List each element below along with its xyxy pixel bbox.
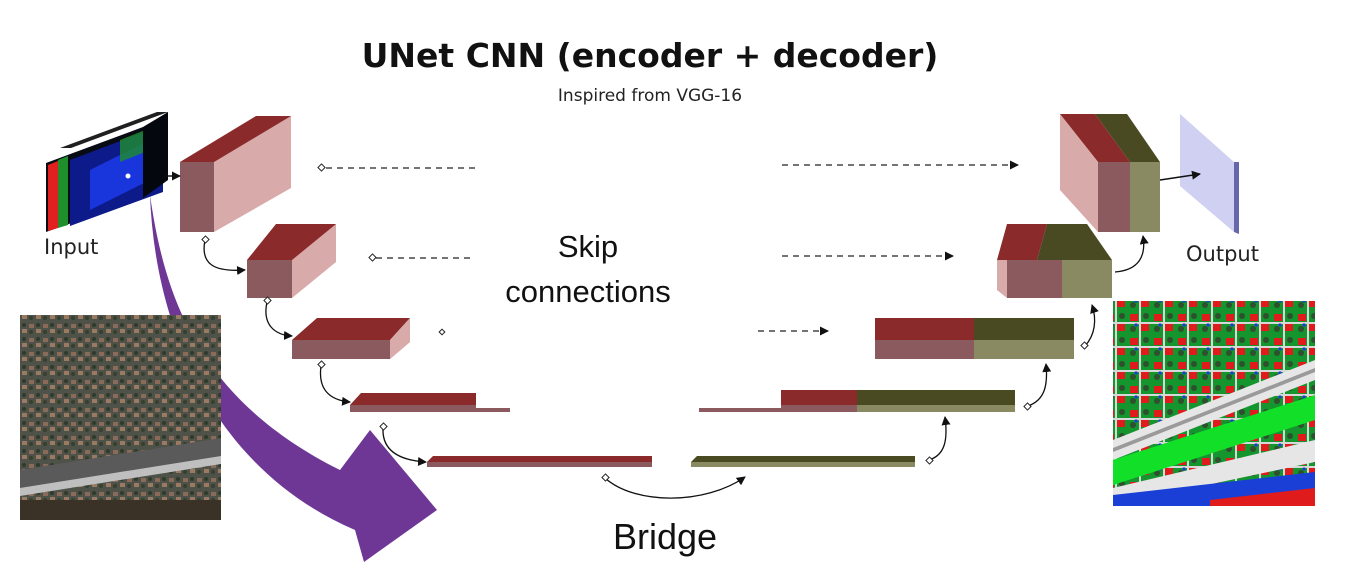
decoder-block-2 (997, 224, 1112, 298)
skip-connections-label: Skip connections (470, 224, 706, 314)
encoder-block-1 (180, 116, 291, 232)
diagram-title: UNet CNN (encoder + decoder) (361, 36, 939, 75)
output-label: Output (1186, 242, 1259, 266)
decoder-block-4 (699, 390, 1015, 412)
segmentation-map-icon (1113, 301, 1315, 506)
decoder-block-1 (1060, 114, 1160, 232)
down-arrows (203, 239, 746, 499)
output-arrow (1159, 170, 1201, 181)
diagram-subtitle: Inspired from VGG-16 (557, 86, 743, 106)
output-plane (1180, 114, 1239, 234)
skip-connections (326, 160, 1019, 336)
up-arrows (928, 235, 1149, 461)
decoder-block-5 (691, 456, 915, 467)
input-stack-icon (46, 112, 168, 232)
encoder-block-4 (350, 393, 510, 412)
decoder-block-3 (875, 318, 1074, 359)
encoder-block-3 (292, 318, 410, 359)
satellite-image-icon (20, 315, 221, 520)
encoder-block-5 (427, 456, 652, 467)
big-arrow-icon (150, 195, 437, 562)
skip-label-line1: Skip (557, 229, 619, 264)
input-label: Input (44, 235, 99, 259)
skip-label-line2: connections (505, 274, 671, 309)
encoder-block-2 (247, 224, 336, 298)
bridge-label: Bridge (613, 516, 718, 557)
